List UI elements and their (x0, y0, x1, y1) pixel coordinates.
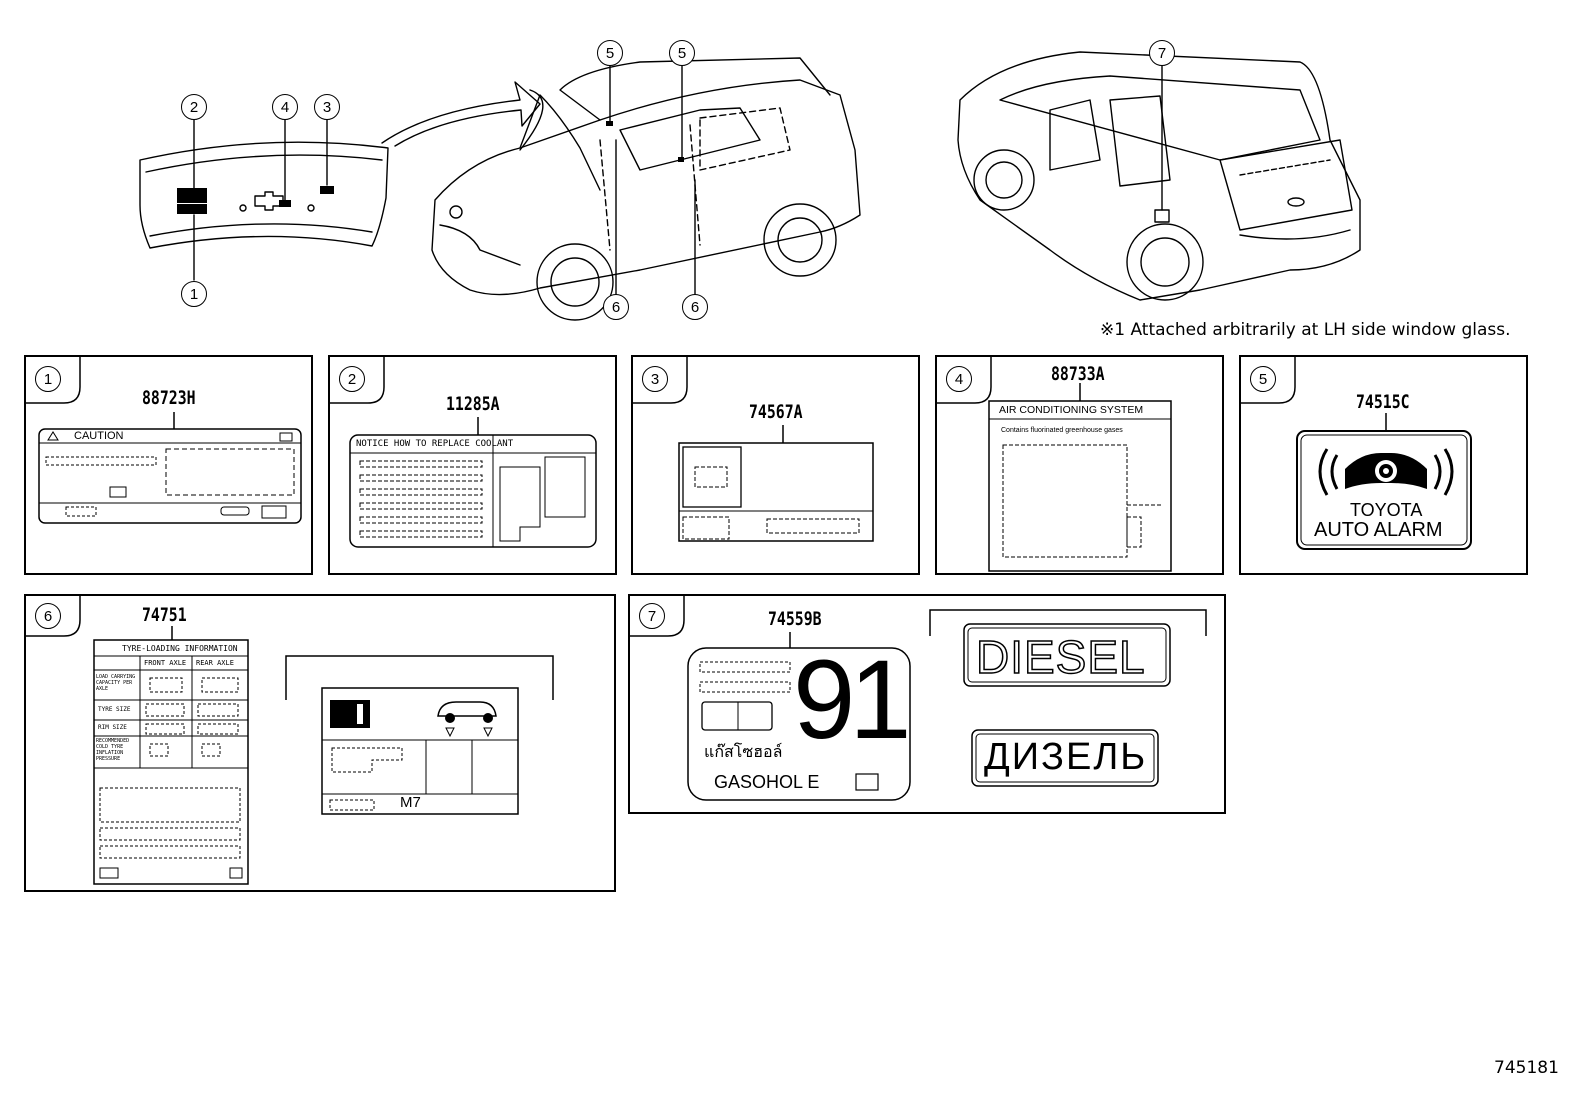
panel-6-part-number: 74751 (142, 604, 187, 626)
panel-7-thai-text: แก๊สโซฮอล์ (704, 742, 783, 761)
panel-2-drawing (330, 357, 597, 548)
panel-6-row3: RIM SIZE (98, 724, 127, 731)
panel-7-part-number: 74559B (768, 608, 822, 630)
callout-2-top: 2 (181, 94, 207, 120)
label-panel-1: 1 88723H CAUTION (24, 355, 313, 575)
panel-4-subtitle: Contains fluorinated greenhouse gases (1001, 427, 1123, 434)
panel-4-part-number: 88733A (1051, 363, 1105, 385)
panel-6-table-title: TYRE-LOADING INFORMATION (122, 644, 238, 653)
panel-7-diesel: DIESEL (975, 630, 1146, 684)
panel-2-part-number: 11285A (446, 393, 500, 415)
panel-7-drawing (630, 596, 1207, 801)
panel-3-part-number: 74567A (749, 401, 803, 423)
callout-6b-top: 6 (682, 294, 708, 320)
diagram-id: 745181 (1494, 1058, 1559, 1078)
label-panel-5: 5 74515C TOYOTA AUTO ALARM (1239, 355, 1528, 575)
vehicle-illustration (139, 51, 1361, 321)
label-panel-3: 3 74567A (631, 355, 920, 575)
callout-6a-top: 6 (603, 294, 629, 320)
callout-5a-top: 5 (597, 40, 623, 66)
panel-3-index: 3 (642, 366, 668, 392)
panel-6-row4: RECOMMENDED COLD TYRE INFLATION PRESSURE (96, 738, 130, 762)
label-panel-6: 6 74751 TYRE-LOADING INFORMATION FRONT A… (24, 594, 616, 892)
panel-4-index: 4 (946, 366, 972, 392)
panel-2-header-text: NOTICE HOW TO REPLACE COOLANT (356, 439, 514, 449)
panel-7-index: 7 (639, 603, 665, 629)
label-panel-7: 7 74559B 91 แก๊สโซฮอล์ GASOHOL E DIESEL … (628, 594, 1226, 814)
panel-6-drawing (26, 596, 554, 885)
panel-4-title: AIR CONDITIONING SYSTEM (999, 404, 1144, 416)
panel-1-caution-text: CAUTION (74, 430, 124, 442)
panel-5-drawing (1241, 357, 1472, 550)
panel-2-index: 2 (339, 366, 365, 392)
panel-5-line2: AUTO ALARM (1314, 519, 1443, 541)
panel-5-line1: TOYOTA (1350, 500, 1423, 520)
callout-7-top: 7 (1149, 40, 1175, 66)
label-panel-2: 2 11285A NOTICE HOW TO REPLACE COOLANT (328, 355, 617, 575)
panel-5-index: 5 (1250, 366, 1276, 392)
callout-3-top: 3 (314, 94, 340, 120)
label-panel-4: 4 88733A AIR CONDITIONING SYSTEM Contain… (935, 355, 1224, 575)
panel-6-row2: TYRE SIZE (98, 706, 131, 713)
callout-5b-top: 5 (669, 40, 695, 66)
panel-6-index: 6 (35, 603, 61, 629)
panel-4-drawing (937, 357, 1172, 572)
panel-6-col2: REAR AXLE (196, 659, 234, 667)
panel-3-drawing (633, 357, 874, 542)
panel-7-diesel-ru: ДИЗЕЛЬ (984, 736, 1148, 778)
attachment-note: ※1 Attached arbitrarily at LH side windo… (1100, 320, 1511, 340)
callout-4-top: 4 (272, 94, 298, 120)
panel-7-octane: 91 (793, 637, 912, 762)
panel-5-part-number: 74515C (1356, 391, 1410, 413)
panel-6-col1: FRONT AXLE (144, 659, 187, 667)
panel-1-part-number: 88723H (142, 387, 196, 409)
panel-1-index: 1 (35, 366, 61, 392)
panel-1-corner (26, 357, 302, 524)
panel-6-row1: LOAD CARRYING CAPACITY PER AXLE (96, 674, 136, 692)
panel-6-model: M7 (400, 794, 421, 811)
callout-1-top: 1 (181, 281, 207, 307)
panel-7-gasohol: GASOHOL E (714, 772, 820, 792)
